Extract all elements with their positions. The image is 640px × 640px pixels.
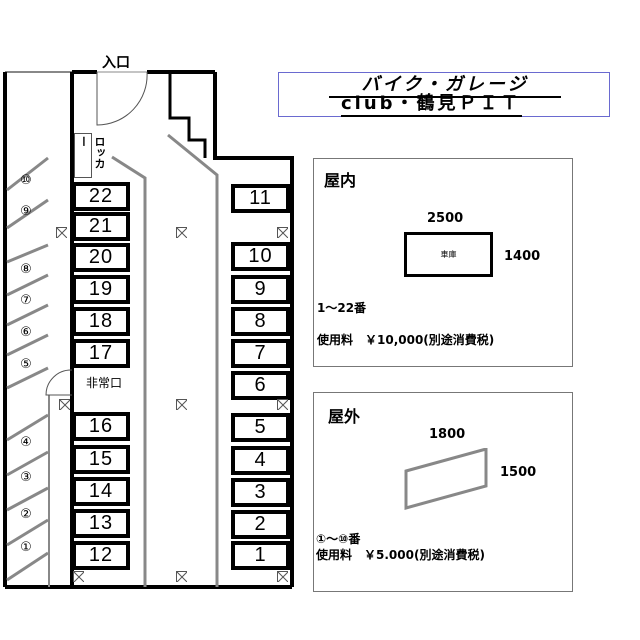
indoor-spot: 3 <box>231 478 290 507</box>
indoor-width-label: 2500 <box>427 211 464 226</box>
indoor-spot: 2 <box>231 510 290 539</box>
indoor-spot: 20 <box>72 243 130 272</box>
column-marker-icon <box>73 571 84 582</box>
emergency-exit-label: 非常口 <box>86 376 123 390</box>
indoor-garage-label: 車庫 <box>440 250 457 259</box>
indoor-spot: 12 <box>72 541 130 570</box>
column-marker-icon <box>176 571 187 582</box>
outdoor-depth-label: 1500 <box>500 465 537 480</box>
indoor-garage-box: 車庫 <box>404 232 493 277</box>
indoor-spot: 10 <box>231 242 290 271</box>
outdoor-spot-number: ⑨ <box>20 204 32 219</box>
indoor-spot: 17 <box>72 339 130 368</box>
indoor-spot: 1 <box>231 541 290 570</box>
outdoor-spot-number: ② <box>20 507 32 522</box>
outdoor-panel: 屋外 1800 1500 ①～⑩番 使用料 ￥5.000(別途消費税) <box>313 392 573 592</box>
outdoor-spot-shape <box>404 448 488 510</box>
indoor-fee-label: 使用料 ￥10,000(別途消費税) <box>317 333 495 347</box>
title-box: バイク・ガレージ club・鶴見ＰＩＴ <box>278 72 610 117</box>
indoor-spot: 8 <box>231 307 290 336</box>
outdoor-spot-number: ⑦ <box>20 293 32 308</box>
indoor-spot: 13 <box>72 509 130 538</box>
outdoor-spot-number: ⑥ <box>20 325 32 340</box>
outdoor-spot-number: ① <box>20 540 32 555</box>
column-marker-icon <box>56 227 67 238</box>
title-line2: club・鶴見ＰＩＴ <box>341 93 522 117</box>
indoor-range-label: 1～22番 <box>317 301 367 315</box>
indoor-spot: 9 <box>231 275 290 304</box>
indoor-panel: 屋内 2500 車庫 1400 1～22番 使用料 ￥10,000(別途消費税) <box>313 158 573 367</box>
indoor-spot: 14 <box>72 477 130 506</box>
indoor-spot: 19 <box>72 275 130 304</box>
indoor-heading: 屋内 <box>324 171 357 190</box>
entrance-label: 入口 <box>102 55 130 71</box>
outdoor-spot-number: ⑧ <box>20 262 32 277</box>
locker-label: ロッカー <box>77 136 106 169</box>
locker: ロッカー <box>74 133 106 178</box>
indoor-spot: 22 <box>72 182 130 211</box>
indoor-spot: 4 <box>231 446 290 475</box>
outdoor-spot-number: ③ <box>20 470 32 485</box>
indoor-spot: 11 <box>231 184 290 213</box>
column-marker-icon <box>277 399 288 410</box>
outdoor-width-label: 1800 <box>429 427 466 442</box>
indoor-spot: 16 <box>72 412 130 441</box>
indoor-spot: 18 <box>72 307 130 336</box>
outdoor-spot-number: ④ <box>20 435 32 450</box>
title-line1: バイク・ガレージ <box>329 73 561 98</box>
outdoor-fee-label: 使用料 ￥5.000(別途消費税) <box>316 548 485 562</box>
outdoor-range-label: ①～⑩番 <box>316 532 361 546</box>
indoor-spot: 6 <box>231 371 290 400</box>
indoor-spot: 15 <box>72 445 130 474</box>
outdoor-spot-number: ⑤ <box>20 357 32 372</box>
indoor-depth-label: 1400 <box>504 249 541 264</box>
column-marker-icon <box>176 227 187 238</box>
column-marker-icon <box>59 399 70 410</box>
indoor-spot: 21 <box>72 212 130 241</box>
outdoor-spot-number: ⑩ <box>20 173 32 188</box>
indoor-spot: 5 <box>231 413 290 442</box>
column-marker-icon <box>277 571 288 582</box>
indoor-spot: 7 <box>231 339 290 368</box>
outdoor-heading: 屋外 <box>328 407 361 426</box>
column-marker-icon <box>277 227 288 238</box>
column-marker-icon <box>176 399 187 410</box>
